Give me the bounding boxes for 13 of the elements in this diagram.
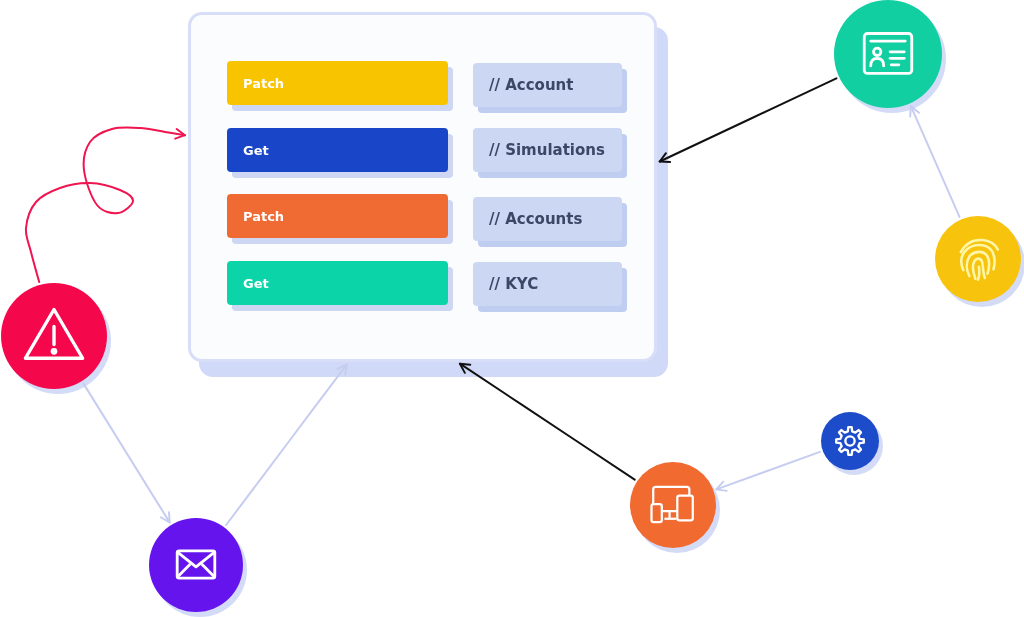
arrow bbox=[658, 77, 838, 163]
id-card-icon bbox=[834, 0, 942, 108]
fingerprint-icon bbox=[935, 216, 1021, 302]
arrow bbox=[909, 105, 961, 218]
warning-icon bbox=[1, 283, 107, 389]
arrow bbox=[82, 382, 171, 524]
devices-icon bbox=[630, 462, 716, 548]
envelope-icon bbox=[149, 518, 243, 612]
arrow bbox=[715, 450, 821, 492]
arrow bbox=[458, 362, 636, 481]
curly-arrow bbox=[24, 126, 186, 283]
arrow bbox=[225, 363, 348, 526]
settings-icon bbox=[821, 412, 879, 470]
